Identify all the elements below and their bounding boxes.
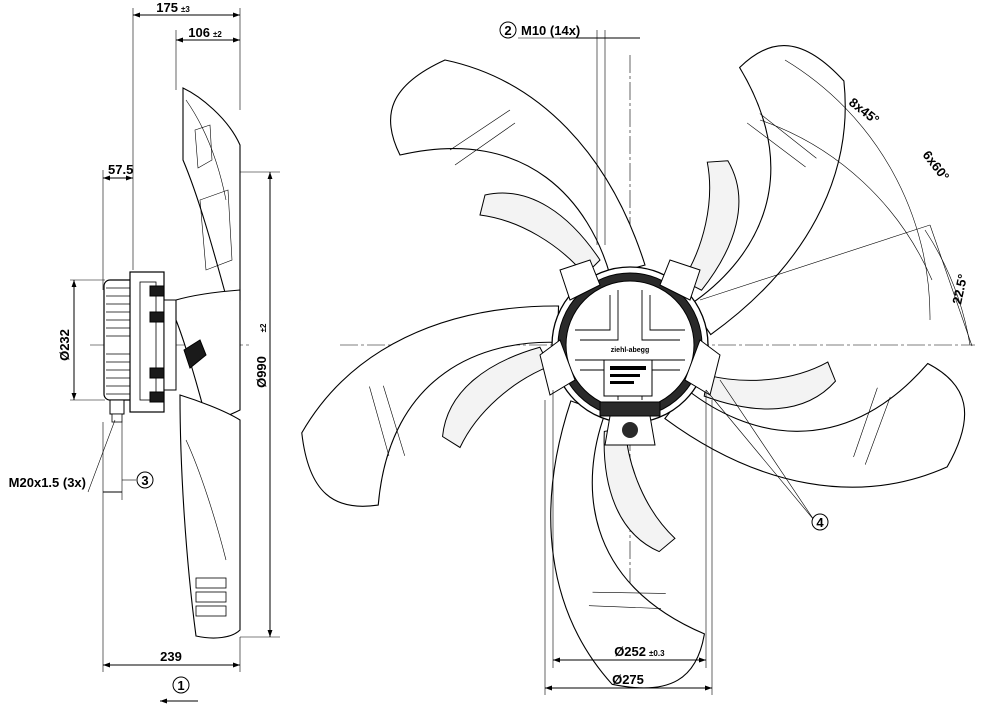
motor-hub-front: ziehl-abegg [539,259,721,446]
dim-hub-diameter: Ø275 [612,672,644,687]
dim-fan-diameter: Ø990 [254,356,269,388]
dim-angle-22-5: 22.5° [949,273,970,306]
dim-overall-length: 239 [160,649,182,664]
dim-fan-diameter-tol: ±2 [259,323,268,332]
fan-blade [664,361,966,488]
dim-bolt-circle-tol: ±0.3 [649,649,665,658]
side-view: 175 ±3 106 ±2 57.5 Ø232 Ø990 ±2 [9,0,280,704]
callout-thread-ref: 2 [504,23,511,38]
front-view: ziehl-abegg 2 M10 (14x) 8x45° 6x60° 22.5… [301,21,975,695]
dim-overall-depth: 175 [156,0,178,15]
label-mount-thread: M10 (14x) [521,23,580,38]
callout-hub-ref: 4 [816,515,824,530]
dim-angle-8x45: 8x45° [846,95,882,128]
callout-gland-ref: 3 [141,473,148,488]
dim-motor-diameter: Ø232 [57,329,72,361]
dim-blade-depth-tol: ±2 [213,30,222,39]
fan-blade [301,305,560,507]
dim-angle-6x60: 6x60° [920,148,953,184]
callout-airflow-ref: 1 [177,678,184,693]
label-cable-gland: M20x1.5 (3x) [9,475,86,490]
fan-blade [681,45,846,336]
fan-blade [550,400,706,689]
fan-blade [390,59,646,276]
fan-blades [301,45,966,689]
dim-motor-offset: 57.5 [108,162,133,177]
dim-overall-depth-tol: ±3 [181,5,190,14]
motor-side [103,271,177,423]
hub-brand-label: ziehl-abegg [611,347,650,354]
dim-blade-depth: 106 [188,25,210,40]
blade-side-profile [175,87,241,639]
dim-bolt-circle: Ø252 [614,644,646,659]
